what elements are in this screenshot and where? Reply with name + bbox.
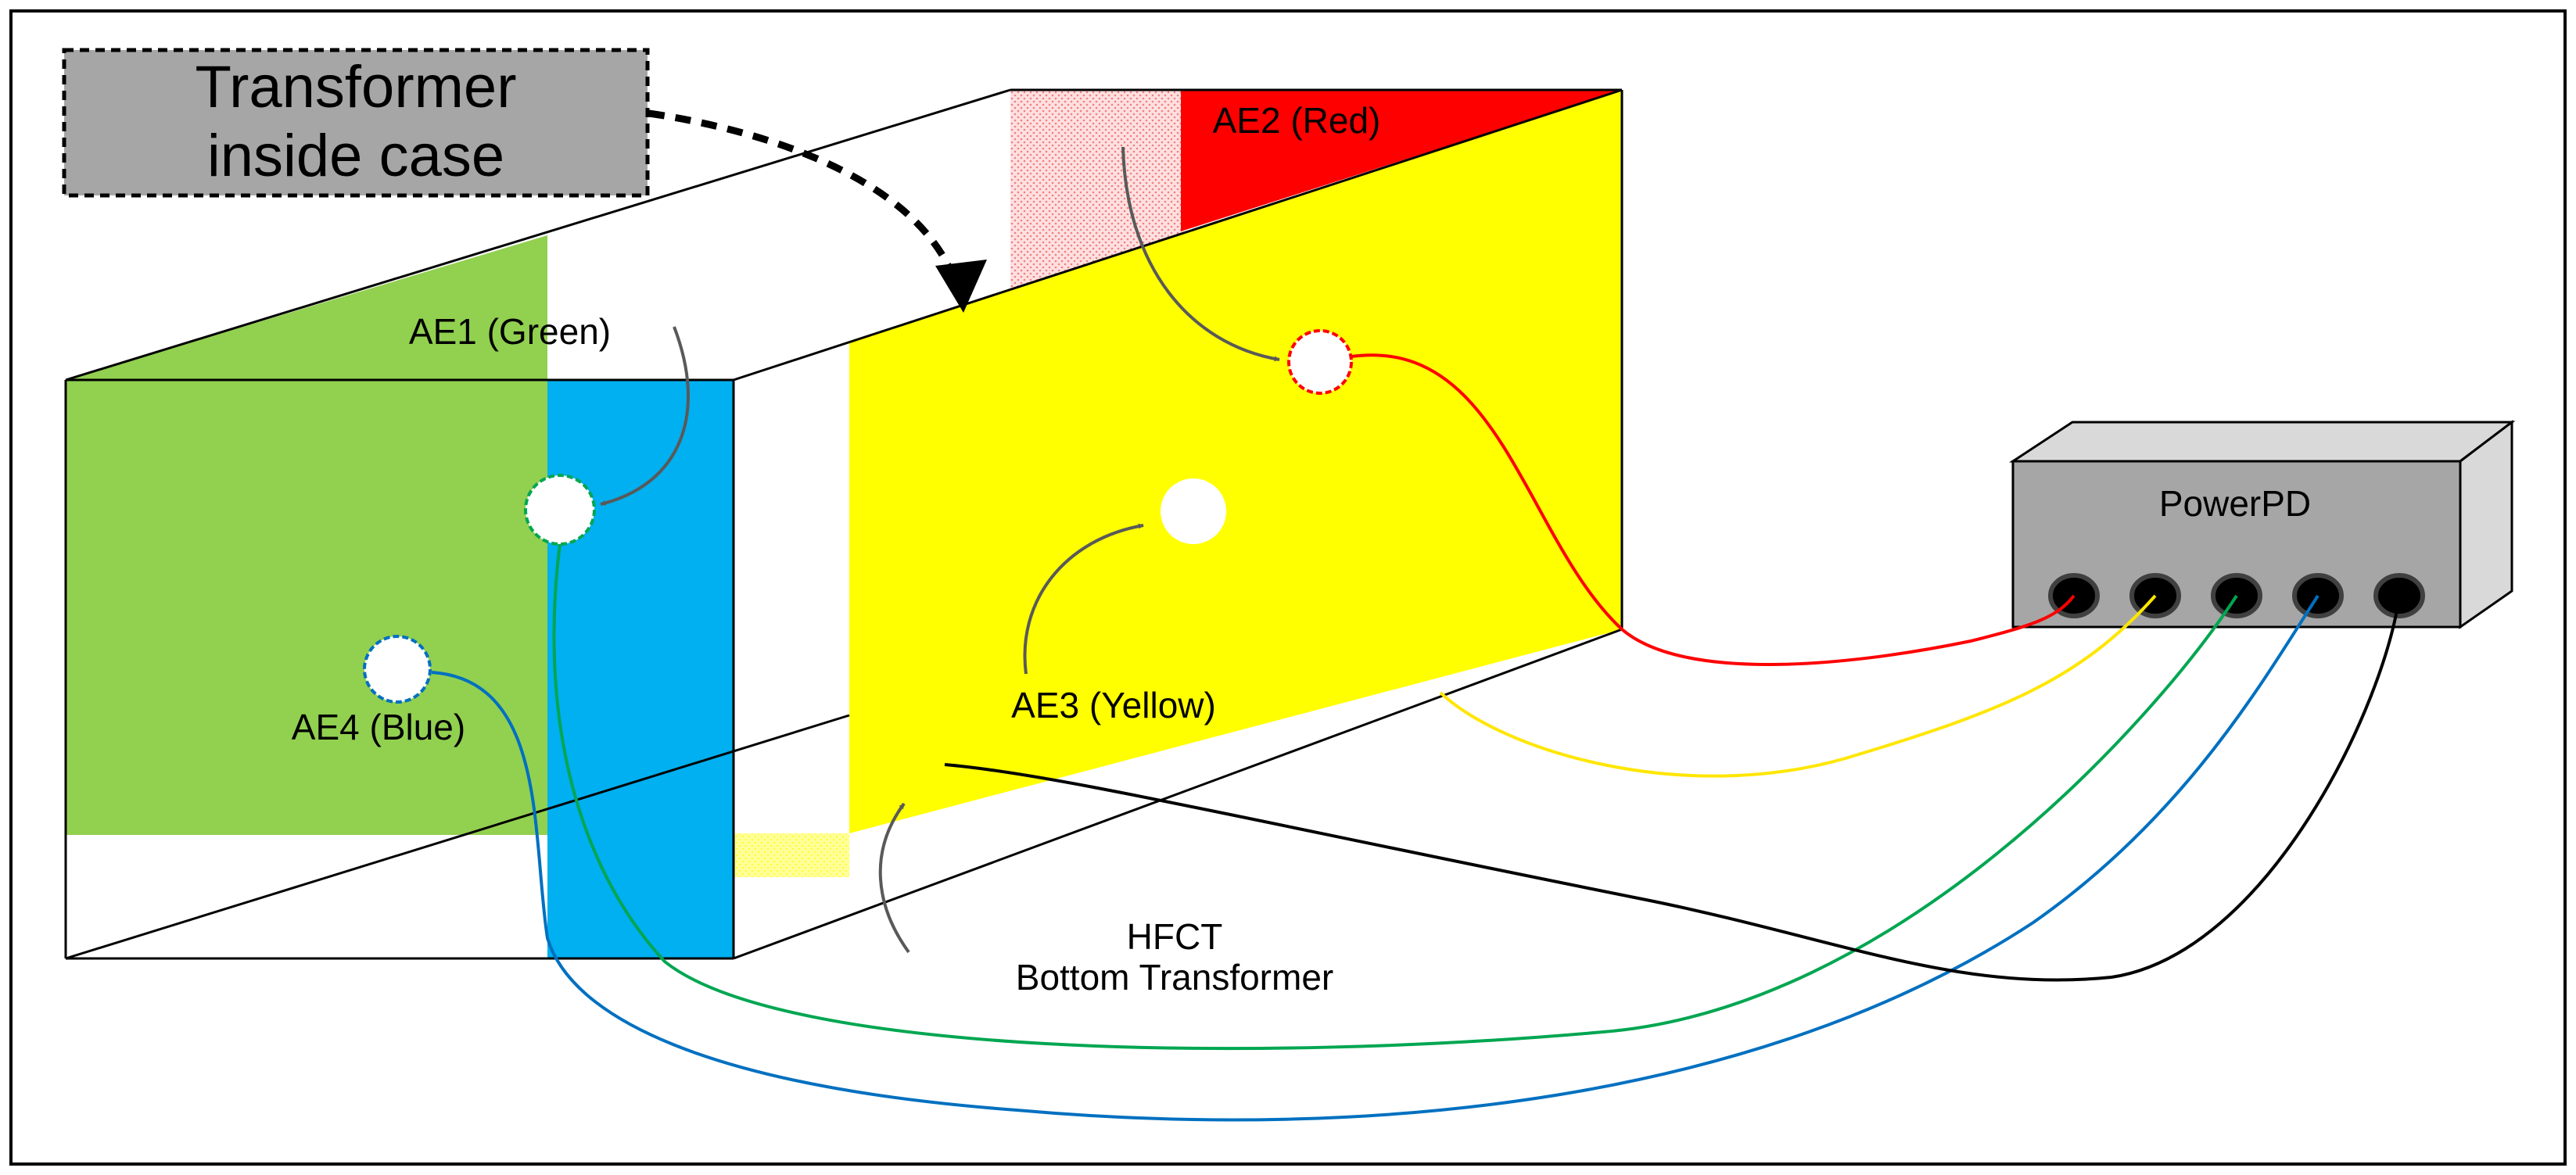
cable-red bbox=[1351, 353, 2076, 666]
powerpd-device: PowerPD bbox=[2008, 419, 2516, 629]
cable-yellow bbox=[1439, 594, 2157, 778]
green-panel bbox=[66, 380, 547, 835]
device-top-face bbox=[2008, 421, 2516, 463]
ae1-label: AE1 (Green) bbox=[409, 311, 611, 352]
yellow-bottom-patch bbox=[732, 833, 849, 877]
cable-blue bbox=[431, 594, 2319, 1122]
ae3-pointer bbox=[1023, 523, 1144, 675]
device-label: PowerPD bbox=[2159, 483, 2311, 524]
cable-green bbox=[552, 543, 2238, 1051]
ae2-pointer bbox=[1121, 146, 1280, 362]
cables bbox=[431, 353, 2401, 1122]
yellow-panel bbox=[849, 90, 1622, 833]
title-line-1: Transformer bbox=[195, 54, 516, 120]
sensor-ae3: AE3 (Yellow) bbox=[1011, 478, 1226, 725]
ae2-sensor-icon bbox=[1287, 329, 1353, 395]
title-callout: Transformer inside case bbox=[62, 48, 987, 313]
title-box bbox=[62, 48, 650, 198]
ae3-label: AE3 (Yellow) bbox=[1011, 685, 1216, 725]
ae4-sensor-icon bbox=[363, 635, 432, 704]
hfct-callout: HFCT Bottom Transformer bbox=[878, 802, 1333, 998]
ae1-pointer bbox=[600, 326, 691, 506]
cable-black-hfct bbox=[944, 595, 2401, 982]
hfct-pointer bbox=[878, 802, 910, 954]
sensor-ae1: AE1 (Green) bbox=[409, 311, 691, 546]
blue-panel bbox=[547, 380, 734, 958]
green-panel-bottom-white bbox=[66, 835, 547, 958]
title-dashed-arrow bbox=[648, 109, 963, 295]
title-line-2: inside case bbox=[207, 123, 504, 189]
ae4-label: AE4 (Blue) bbox=[292, 707, 465, 747]
title-arrow-head bbox=[935, 260, 987, 313]
ae2-label: AE2 (Red) bbox=[1213, 100, 1381, 141]
hfct-label-line-2: Bottom Transformer bbox=[1016, 957, 1333, 998]
ae1-sensor-icon bbox=[524, 474, 596, 546]
transformer-case bbox=[64, 88, 1623, 960]
sensor-ae2: AE2 (Red) bbox=[1121, 100, 1381, 395]
sensor-ae4: AE4 (Blue) bbox=[292, 635, 465, 747]
yellow-panel-white-strip bbox=[732, 342, 849, 877]
hfct-label-line-1: HFCT bbox=[1127, 916, 1223, 957]
ae3-sensor-icon bbox=[1161, 478, 1226, 544]
